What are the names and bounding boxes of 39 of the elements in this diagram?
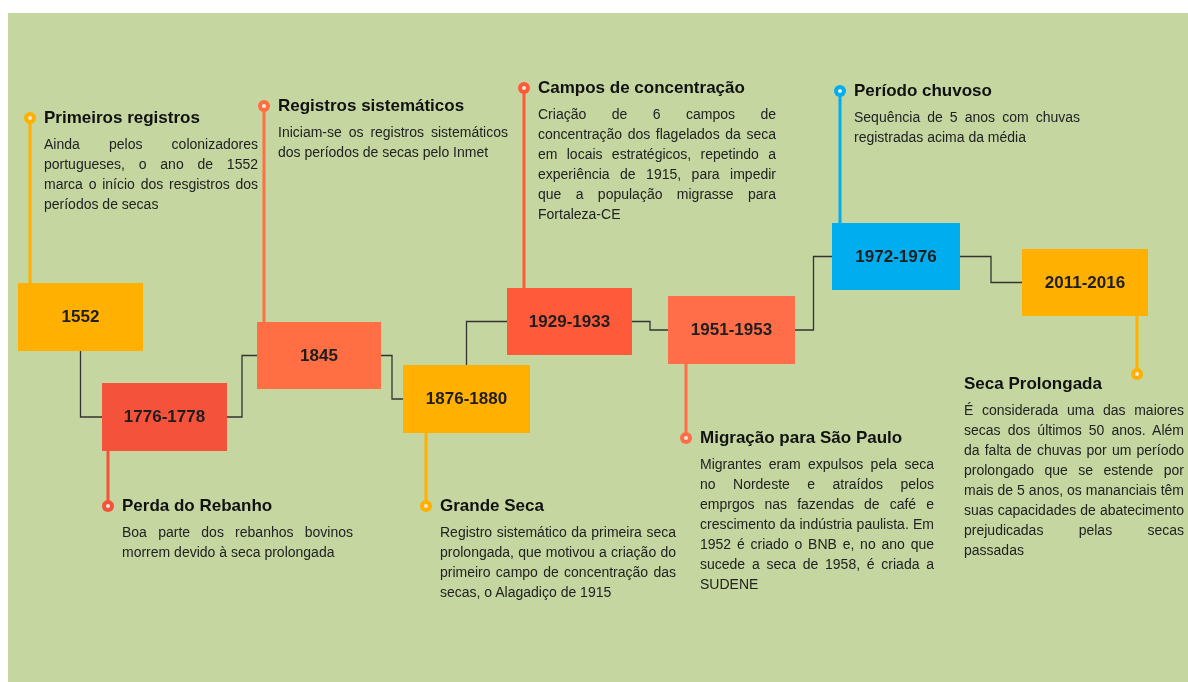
year-box: 1552 [18,283,143,351]
leader-line [518,82,530,288]
event-title: Migração para São Paulo [699,428,904,448]
connector-line [465,320,508,366]
event-description: Criação de 6 campos de concentração dos flagelados da seca em locais estratégicos, repetindo a experiência de 1915, para impedir que a população migrasse para Fortaleza-CE [537,105,776,224]
connector-line [380,354,404,400]
leader-line [258,100,270,322]
leader-line [834,85,846,223]
event-title: Seca Prolongada [963,374,1103,394]
event-description: Iniciam-se os registros sistemáticos dos períodos de secas pelo Inmet [277,123,508,162]
leader-line [1131,316,1143,380]
year-box: 1876-1880 [403,365,530,433]
year-box: 1845 [257,322,381,389]
leader-line [420,433,432,512]
leader-line [102,451,114,512]
connector-line [226,354,258,418]
leader-line [24,112,36,283]
event-title: Campos de concentração [537,78,746,98]
year-box: 1929-1933 [507,288,632,355]
year-box: 1972-1976 [832,223,960,290]
event-title: Grande Seca [439,496,545,516]
event-title: Primeiros registros [43,108,201,128]
event-description: Registro sistemático da primeira seca prolongada, que motivou a criação do primeiro campo de concentração das secas, o Alagadiço de 1915 [439,523,676,602]
event-description: É considerada uma das maiores secas dos últimos 50 anos. Além da falta de chuvas por um período prolongado que se estende por mais de 5 anos, os mananciais têm suas capacidades de abatecimento prejudicadas pelas secas passadas [963,401,1184,560]
year-box: 2011-2016 [1022,249,1148,316]
leader-line [680,364,692,444]
event-title: Registros sistemáticos [277,96,466,116]
connector-line [794,255,833,331]
connector-line [79,350,103,418]
event-description: Migrantes eram expulsos pela seca no Nordeste e atraídos pelos emprgos nas fazendas de café e crescimento da indústria paulista. Em 1952 é criado o BNB e, no ano que sucede a seca de 1958, é criada a SUDENE [699,455,934,594]
year-box: 1951-1953 [668,296,795,364]
connector-line [631,320,669,331]
year-box: 1776-1778 [102,383,227,451]
event-description: Sequência de 5 anos com chuvas registradas acima da média [853,108,1080,147]
connector-line [959,255,1023,284]
event-title: Período chuvoso [853,81,993,101]
event-description: Ainda pelos colonizadores portugueses, o ano de 1552 marca o início dos resgistros dos períodos de secas [43,135,258,214]
event-title: Perda do Rebanho [121,496,274,516]
event-description: Boa parte dos rebanhos bovinos morrem devido à seca prolongada [121,523,353,562]
